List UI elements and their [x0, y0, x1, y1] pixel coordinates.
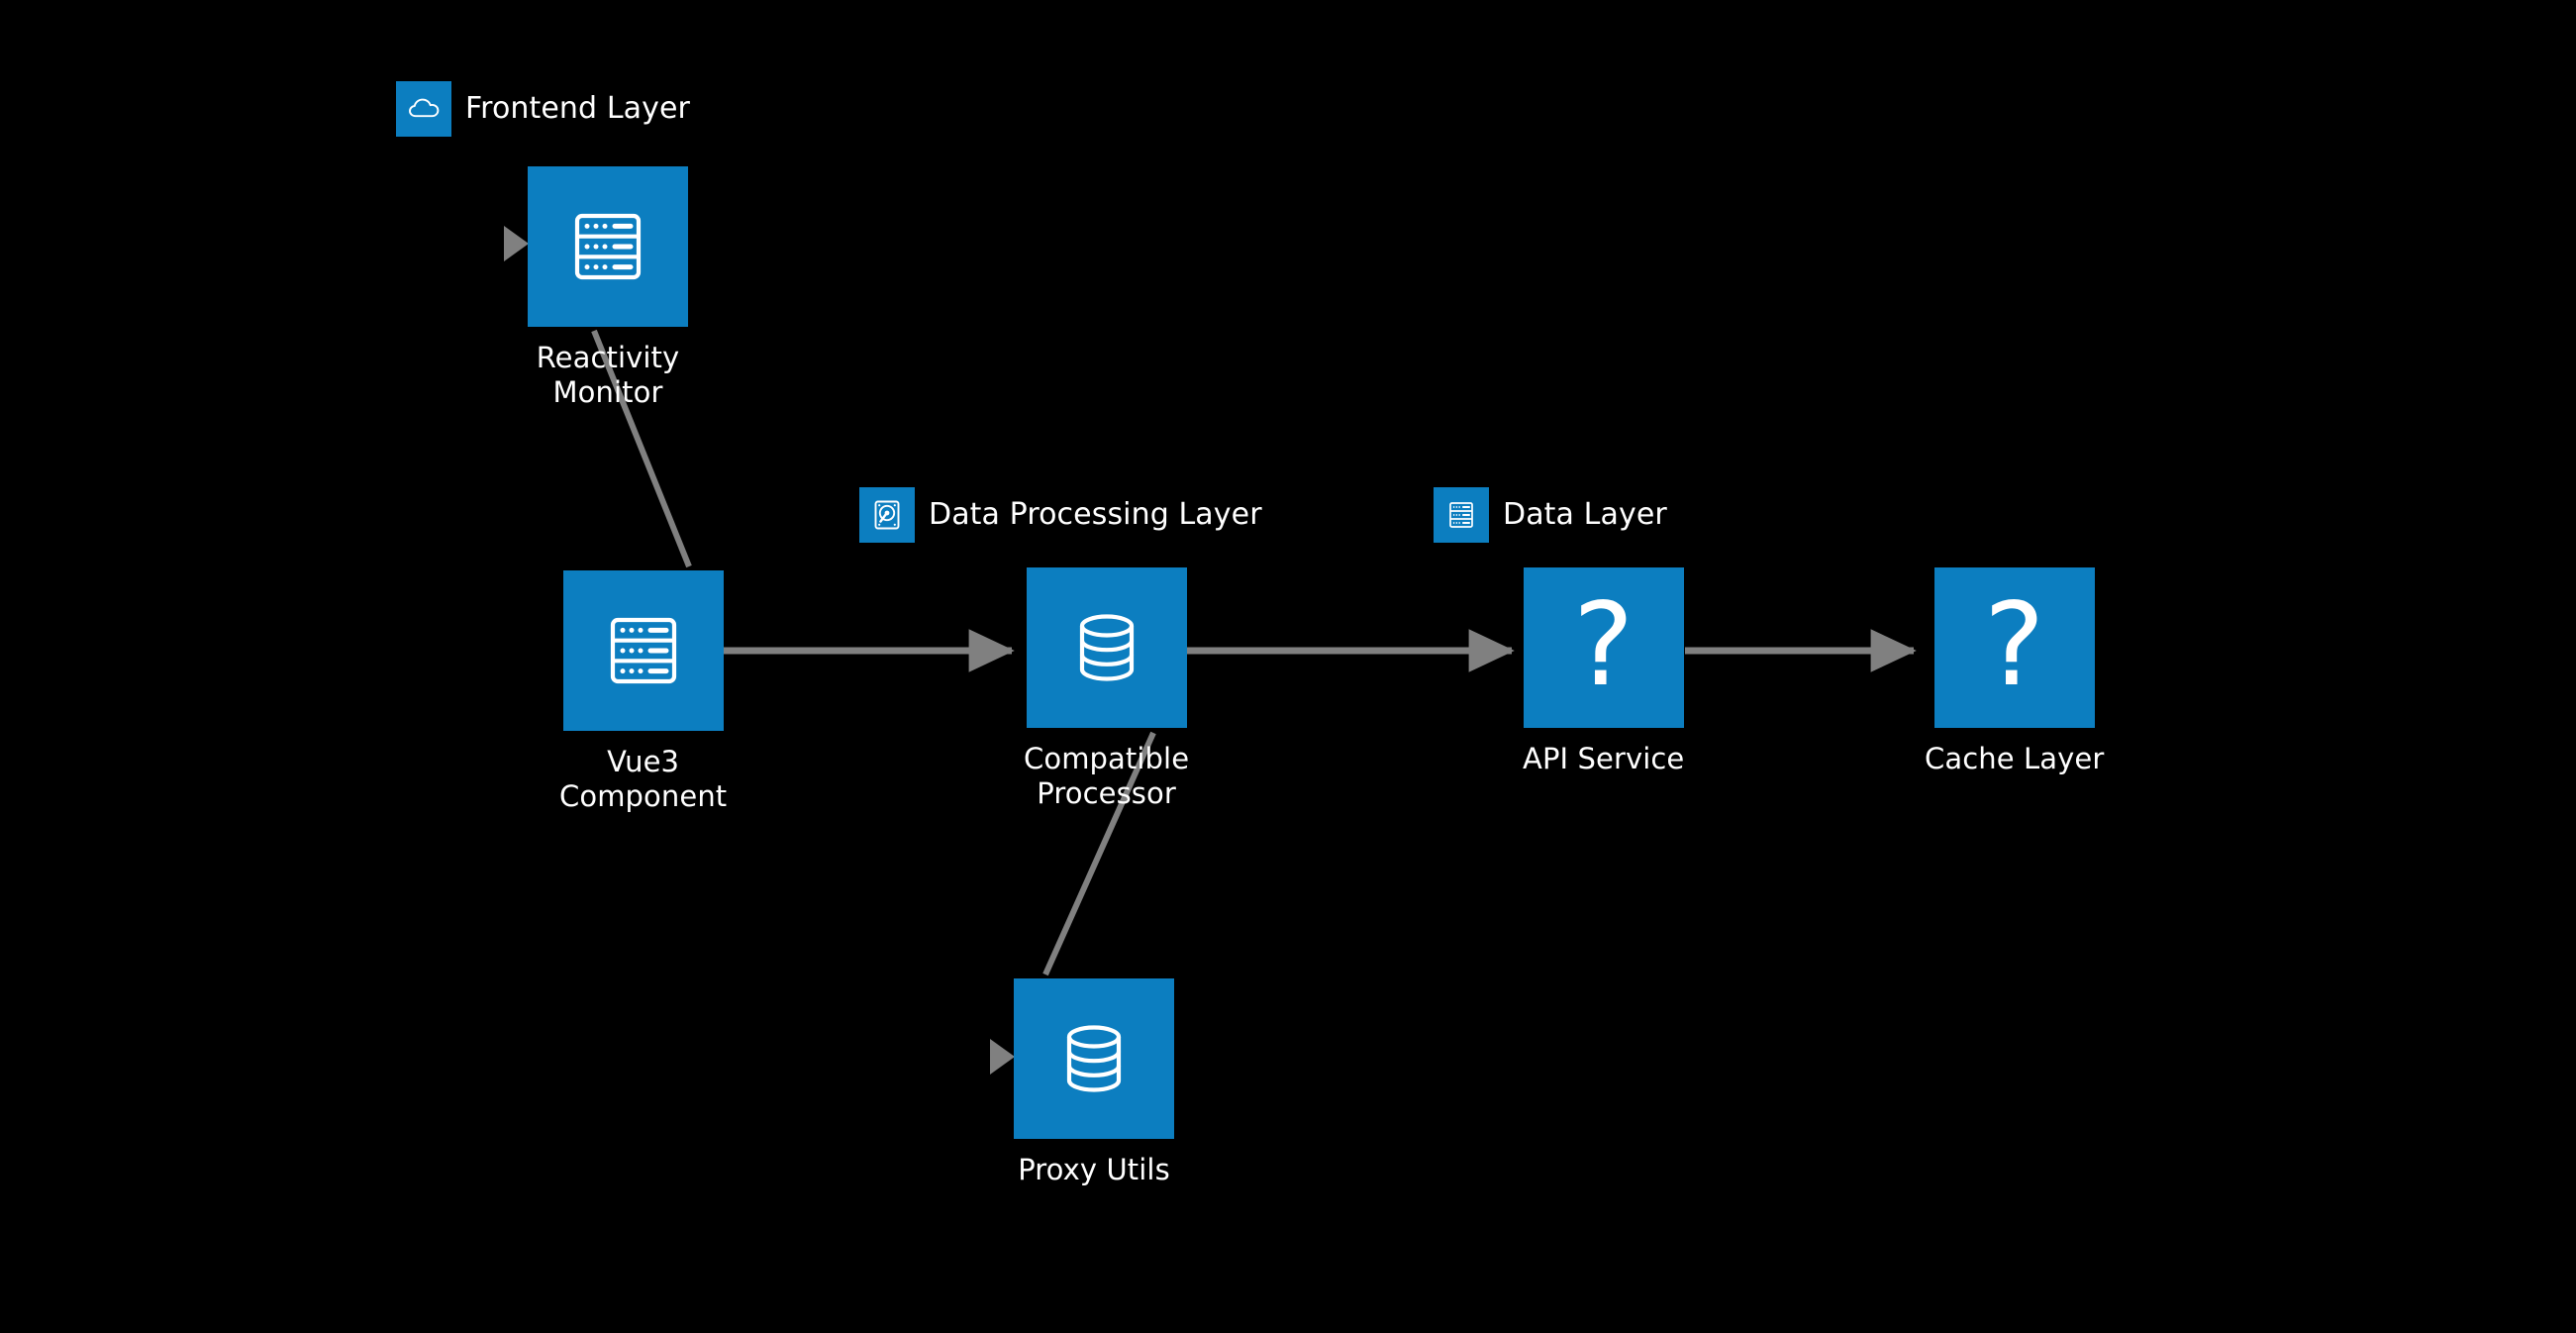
database-icon: [1066, 1025, 1122, 1092]
legend-item-frontend-layer[interactable]: Frontend Layer: [396, 81, 690, 137]
legend-label-data-layer: Data Layer: [1503, 497, 1667, 532]
legend-label-frontend-layer: Frontend Layer: [465, 91, 690, 126]
node-label-compatible-processor: Compatible Processor: [1024, 742, 1190, 811]
node-box-cache-layer[interactable]: ?: [1933, 567, 2095, 728]
node-label-api-service: API Service: [1523, 742, 1685, 775]
server-icon: [610, 617, 676, 684]
node-api-service[interactable]: ? API Service: [1523, 567, 1684, 776]
node-box-reactivity-monitor[interactable]: [528, 166, 688, 327]
node-compatible-processor[interactable]: Compatible Processor: [1024, 567, 1189, 812]
node-proxy-utils[interactable]: Proxy Utils: [1014, 978, 1174, 1187]
hard-disk-icon: [859, 487, 915, 543]
node-box-proxy-utils[interactable]: [1014, 978, 1174, 1139]
arrowhead-proxy-utils: [990, 1039, 1015, 1075]
node-label-cache-layer: Cache Layer: [1925, 742, 2105, 775]
node-vue3-component[interactable]: Vue3 Component: [559, 570, 727, 815]
legend-label-data-processing-layer: Data Processing Layer: [929, 497, 1262, 532]
node-cache-layer[interactable]: ? Cache Layer: [1925, 567, 2104, 776]
question-icon: ?: [1983, 578, 2045, 712]
database-icon: [1079, 614, 1134, 681]
legend-item-data-layer[interactable]: Data Layer: [1434, 487, 1667, 543]
node-label-vue3-component: Vue3 Component: [559, 745, 728, 814]
node-reactivity-monitor[interactable]: Reactivity Monitor: [528, 166, 688, 411]
arrowhead-reactivity-monitor: [504, 226, 529, 261]
node-label-reactivity-monitor: Reactivity Monitor: [536, 341, 680, 410]
node-box-vue3-component[interactable]: [562, 570, 724, 731]
cloud-icon: [396, 81, 451, 137]
server-rack-icon: [1434, 487, 1489, 543]
question-icon: ?: [1572, 578, 1635, 712]
server-icon: [574, 213, 642, 280]
node-box-api-service[interactable]: ?: [1523, 567, 1684, 728]
node-label-proxy-utils: Proxy Utils: [1018, 1153, 1170, 1186]
legend-item-data-processing-layer[interactable]: Data Processing Layer: [859, 487, 1262, 543]
node-box-compatible-processor[interactable]: [1026, 567, 1187, 728]
